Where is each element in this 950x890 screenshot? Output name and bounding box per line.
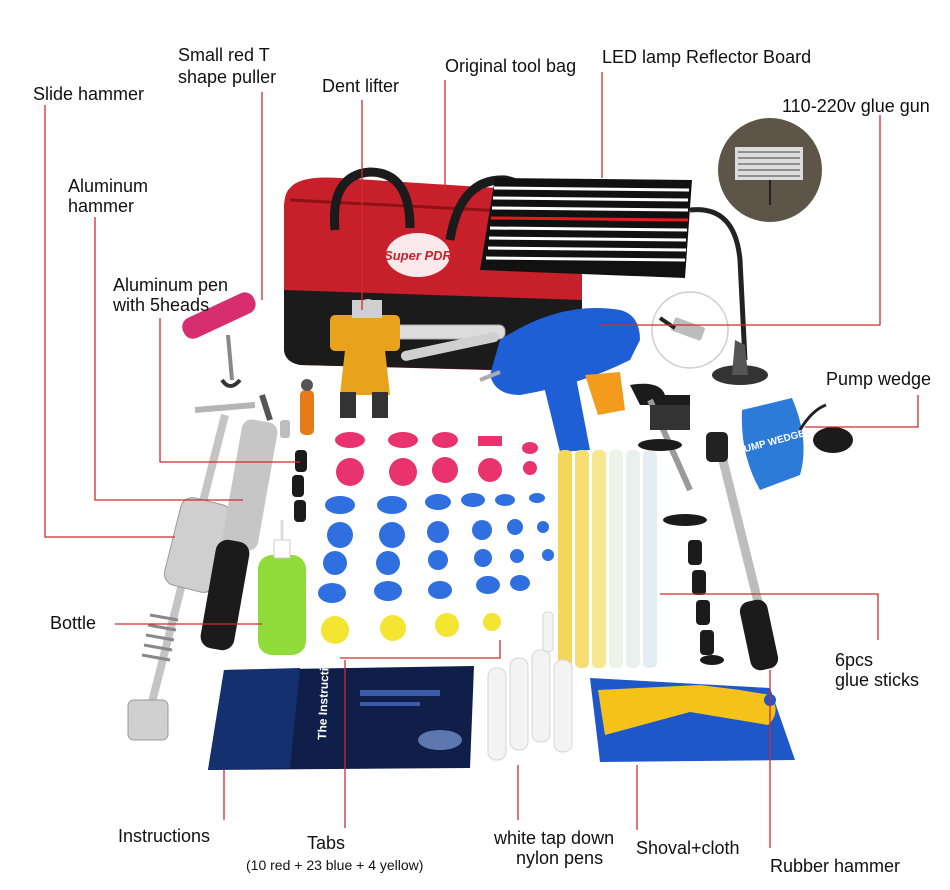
- small-red-t-puller: [182, 292, 256, 388]
- reflector-board: [480, 178, 768, 385]
- label-glue-gun: 110-220v glue gun: [782, 96, 930, 116]
- label-tool-bag: Original tool bag: [445, 56, 577, 76]
- blue-tabs: [318, 493, 554, 603]
- aluminum-hammer: [200, 394, 278, 651]
- pulling-tips: [688, 540, 724, 665]
- bag-logo: [386, 233, 450, 277]
- nylon-pens: [487, 611, 573, 761]
- label-small-t-puller-line2: shape puller: [178, 67, 277, 87]
- dent-lifter: [330, 299, 506, 418]
- label-nylon-pens-line1: white tap down: [494, 828, 615, 848]
- usb-inset: [651, 291, 729, 369]
- label-glue-sticks-line2: glue sticks: [835, 670, 920, 690]
- label-glue-sticks-line1: 6pcs: [835, 650, 874, 670]
- label-dent-lifter: Dent lifter: [322, 76, 400, 96]
- bag-logo-text: Super PDR: [384, 248, 453, 263]
- yellow-tabs: [321, 613, 501, 644]
- bottle: [258, 520, 306, 655]
- reflector-inset: [718, 118, 822, 222]
- label-tabs-detail: (10 red + 23 blue + 4 yellow): [246, 857, 424, 873]
- leader-lines: [44, 72, 919, 848]
- label-aluminum-pen-line1: Aluminum pen: [113, 275, 229, 295]
- red-tabs: [335, 432, 538, 486]
- label-pump-wedge: Pump wedge: [826, 369, 932, 389]
- label-instructions: Instructions: [118, 826, 211, 846]
- glue-tabs: [318, 432, 554, 644]
- label-bottle: Bottle: [50, 613, 97, 633]
- label-aluminum-pen-line2: with 5heads: [113, 295, 210, 315]
- label-nylon-pens-line2: nylon pens: [516, 848, 604, 868]
- shovel-and-cloth: [590, 678, 795, 762]
- bridge-puller: [638, 398, 707, 526]
- label-tabs: Tabs: [307, 833, 346, 853]
- label-small-t-puller-line1: Small red T: [178, 45, 270, 65]
- instructions-manual: The Instructions: [208, 646, 474, 770]
- label-slide-hammer: Slide hammer: [33, 84, 145, 104]
- glue-sticks: [558, 450, 657, 668]
- manual-title: The Instructions: [315, 646, 332, 740]
- label-rubber-hammer: Rubber hammer: [770, 856, 901, 876]
- label-aluminum-hammer-line1: Aluminum: [68, 176, 149, 196]
- label-aluminum-hammer-line2: hammer: [68, 196, 135, 216]
- aluminum-pen: [280, 379, 314, 522]
- glue-gun: [479, 308, 690, 452]
- label-reflector-board: LED lamp Reflector Board: [602, 47, 812, 67]
- label-shovel-cloth: Shoval+cloth: [636, 838, 740, 858]
- pump-wedge: PUMP WEDGE: [736, 398, 853, 490]
- rubber-hammer: [706, 432, 779, 671]
